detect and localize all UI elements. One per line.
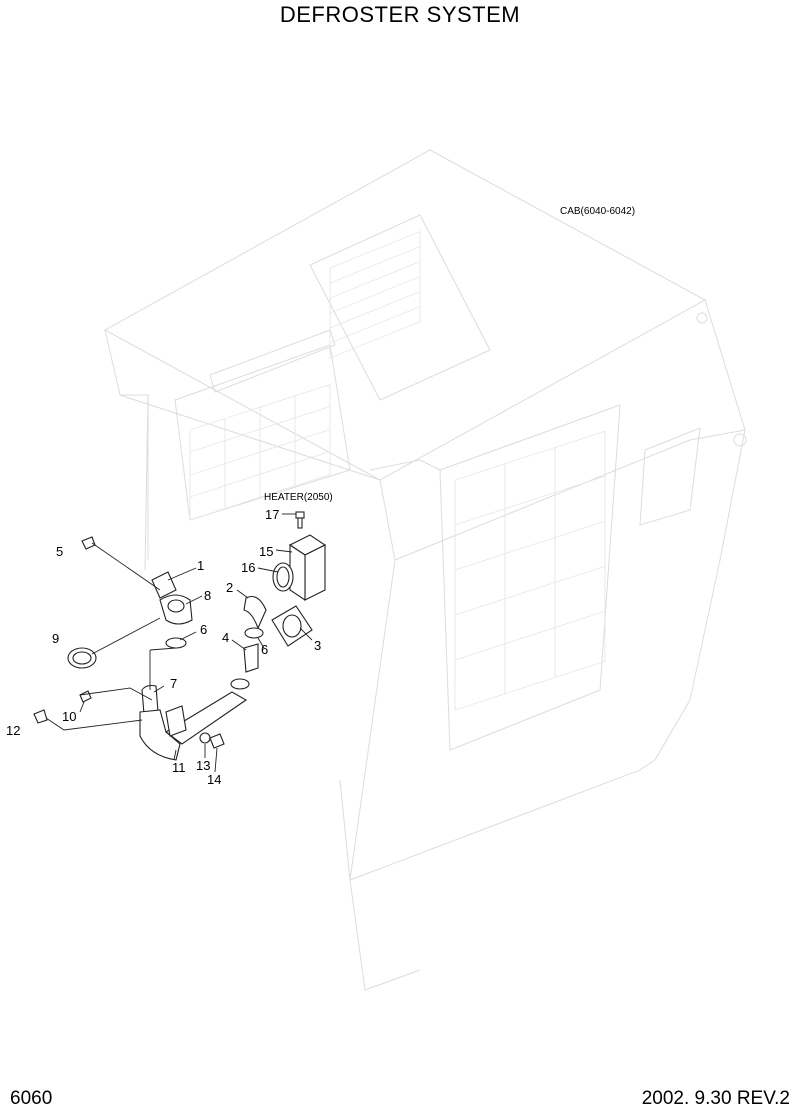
part-15-heater-duct — [288, 534, 327, 602]
part-label-1: 1 — [197, 558, 204, 573]
part-label-8: 8 — [204, 588, 211, 603]
cab-reference-label: CAB(6040-6042) — [560, 206, 635, 217]
page-title: DEFROSTER SYSTEM — [279, 2, 521, 27]
part-4-hose — [243, 643, 259, 673]
cab-ghost-outline — [103, 149, 747, 991]
part-label-10: 10 — [62, 709, 76, 724]
part-label-17: 17 — [265, 507, 279, 522]
part-9-grille — [67, 647, 97, 669]
part-6-clamp-a — [244, 627, 264, 639]
part-17-bolt — [295, 511, 305, 529]
part-label-7: 7 — [170, 676, 177, 691]
part-8-nozzle — [159, 594, 193, 625]
part-6-clamp-c — [230, 678, 250, 690]
part-label-15: 15 — [259, 544, 273, 559]
part-1-bracket — [151, 571, 177, 599]
part-number-labels: 17 15 16 2 3 4 6 1 8 6 5 9 7 10 12 11 13… — [6, 507, 321, 787]
part-label-4: 4 — [222, 630, 229, 645]
part-label-14: 14 — [207, 772, 221, 787]
part-6-clamp-b — [165, 637, 187, 649]
part-label-13: 13 — [196, 758, 210, 773]
part-label-9: 9 — [52, 631, 59, 646]
part-label-6-left: 6 — [200, 622, 207, 637]
part-label-11: 11 — [172, 760, 186, 775]
cab-ghost-pattern — [189, 231, 606, 711]
part-2-elbow-hose — [243, 595, 267, 630]
part-10-screw — [79, 690, 92, 703]
part-14-nut — [209, 733, 225, 749]
part-13-washer — [199, 732, 211, 744]
part-label-2: 2 — [226, 580, 233, 595]
part-16-clamp — [272, 562, 294, 592]
part-12-screw — [33, 709, 48, 724]
part-label-3: 3 — [314, 638, 321, 653]
part-label-5: 5 — [56, 544, 63, 559]
heater-reference-label: HEATER(2050) — [264, 492, 333, 503]
part-3-flange — [271, 605, 313, 647]
leader-lines — [45, 513, 313, 773]
part-label-12: 12 — [6, 723, 20, 738]
part-label-16: 16 — [241, 560, 255, 575]
page-number: 6060 — [10, 1088, 53, 1109]
part-label-6-right: 6 — [261, 642, 268, 657]
revision-date: 2002. 9.30 REV.2 — [641, 1088, 790, 1109]
part-11-duct-assembly — [139, 691, 248, 761]
part-5-screw — [81, 536, 161, 591]
